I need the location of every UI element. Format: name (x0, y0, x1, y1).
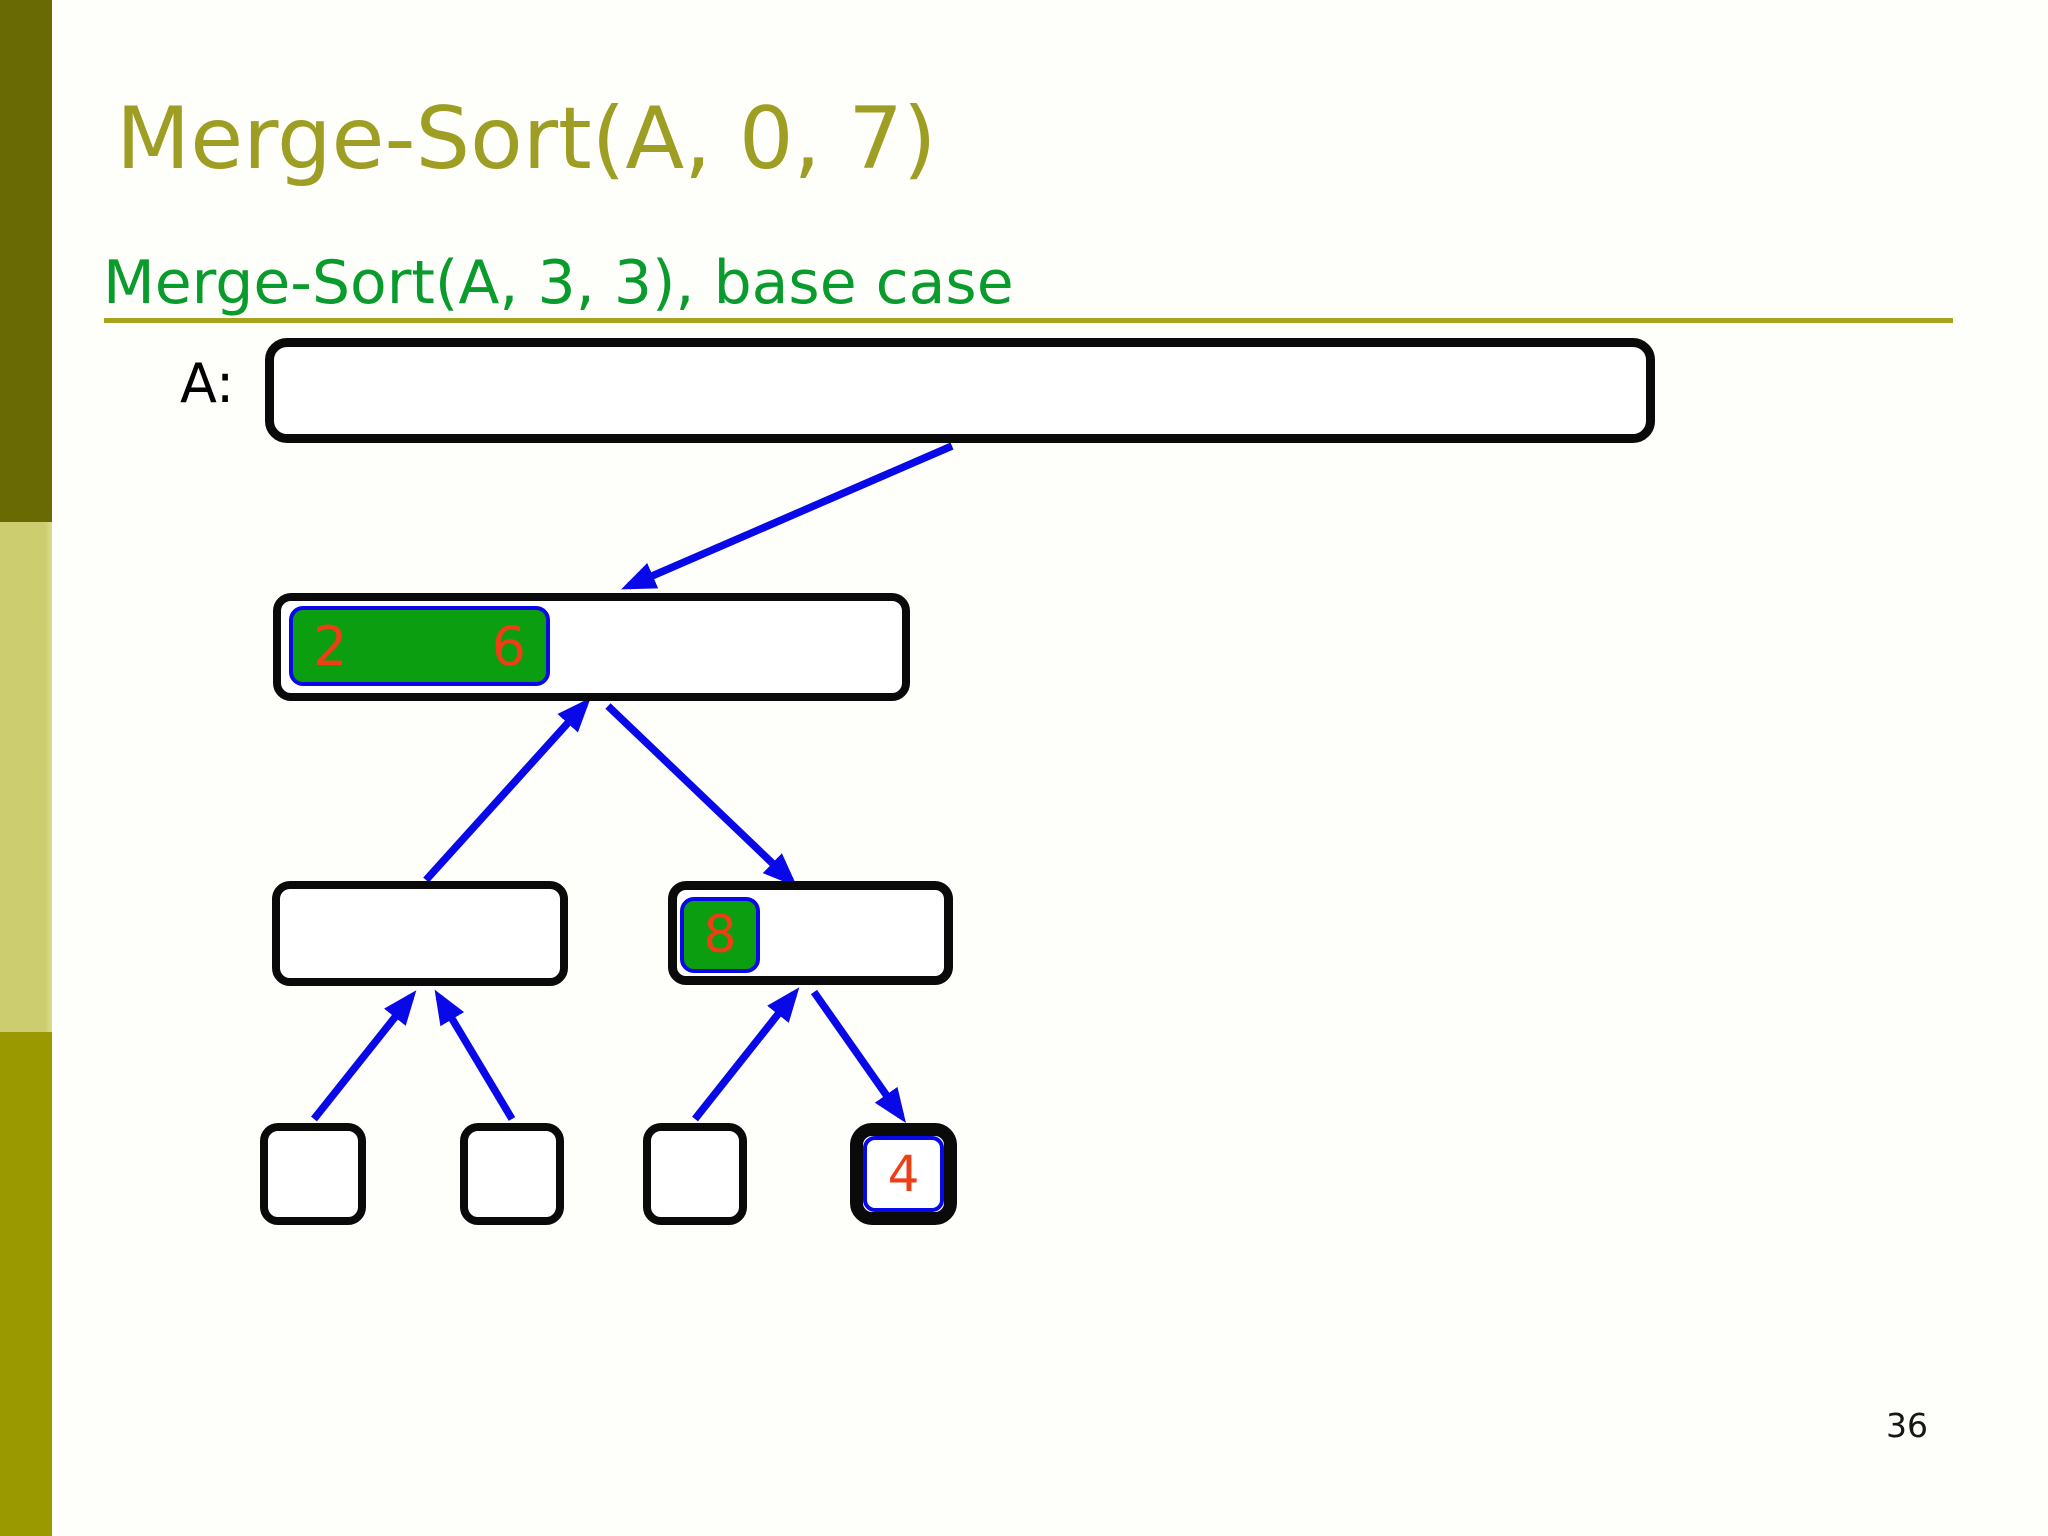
merged-cell-8: 8 (680, 897, 760, 973)
arrow-return-leaf1-to-first-quarter (311, 990, 417, 1122)
sidebar-band-top (0, 0, 52, 522)
page-number: 36 (1886, 1406, 1928, 1445)
leaf-4-active-frame: 4 (863, 1136, 944, 1212)
sidebar-band-middle (0, 522, 52, 1032)
arrow-call-root-to-left-half (621, 442, 954, 590)
array-label: A: (180, 352, 235, 415)
subarray-box-first-quarter (272, 881, 568, 986)
leaf-box-3 (643, 1123, 747, 1225)
array-box-full (265, 338, 1655, 443)
arrow-return-first-quarter-to-left-half (423, 697, 591, 883)
sidebar-band-bottom (0, 1032, 52, 1536)
slide-title: Merge-Sort(A, 0, 7) (116, 89, 937, 189)
leaf-box-4-base-case: 4 (850, 1123, 957, 1225)
leaf-box-2 (460, 1123, 564, 1225)
arrow-return-leaf3-to-second-quarter (692, 987, 800, 1122)
subarray-box-left-half: 2 6 (273, 593, 910, 701)
subarray-box-second-quarter: 8 (668, 881, 953, 985)
merged-value-2: 2 (313, 614, 348, 678)
merged-value-8: 8 (703, 905, 737, 965)
arrow-call-second-quarter-to-leaf4 (810, 989, 906, 1124)
merged-value-6: 6 (491, 614, 526, 678)
leaf-value-4: 4 (887, 1145, 920, 1203)
arrow-return-leaf2-to-first-quarter (434, 989, 516, 1121)
subtitle-underline (104, 318, 1953, 323)
slide-subtitle: Merge-Sort(A, 3, 3), base case (103, 248, 1014, 318)
merged-cell-2-6: 2 6 (289, 606, 550, 686)
arrow-call-left-half-to-second-quarter (605, 703, 798, 887)
leaf-box-1 (260, 1123, 366, 1225)
